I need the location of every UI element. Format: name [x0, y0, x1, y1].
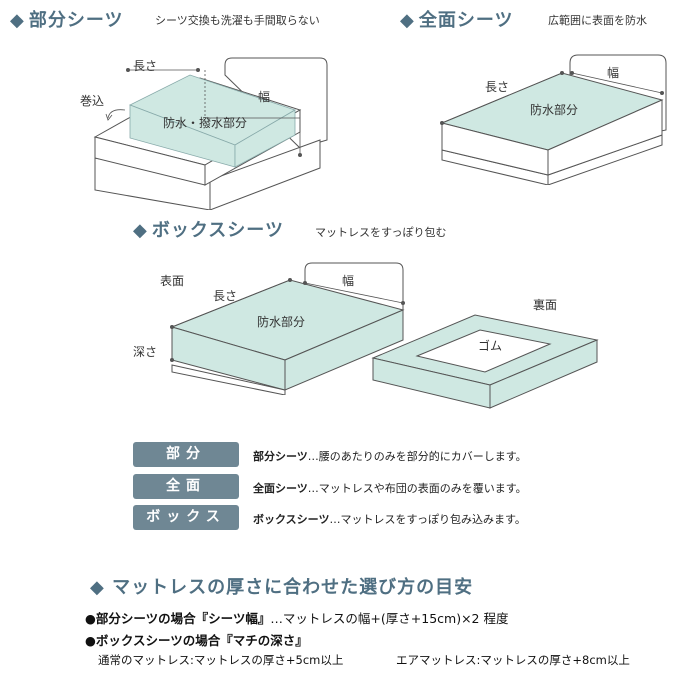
guide-air-mattress: エアマットレス:マットレスの厚さ+8cm以上	[396, 653, 630, 667]
box-section-title: ◆ボックスシーツ	[133, 216, 284, 242]
diamond-icon: ◆	[400, 10, 415, 31]
diamond-icon: ◆	[90, 577, 113, 598]
legend-desc: …マットレスをすっぽり包み込みます。	[329, 513, 526, 526]
legend-term: ボックスシーツ	[253, 513, 330, 526]
diamond-icon: ◆	[133, 220, 148, 241]
full-sheet-illustration	[440, 54, 667, 185]
guide-partial-bold: ●部分シーツの場合『シーツ幅』	[85, 611, 271, 626]
box-title-text: ボックスシーツ	[151, 220, 284, 241]
full-label-area: 防水部分	[530, 103, 579, 117]
full-title-text: 全面シーツ	[418, 10, 514, 31]
guide-partial-text: …マットレスの幅+(厚さ+15cm)×2 程度	[270, 611, 509, 626]
guide-box-line: ●ボックスシーツの場合『マチの深さ』	[85, 630, 308, 649]
legend-desc: …マットレスや布団の表面のみを覆います。	[307, 482, 527, 495]
legend-badge-full: 全面	[133, 474, 239, 499]
legend-desc: …腰のあたりのみを部分的にカバーします。	[307, 450, 527, 463]
legend-row-box: ボックスシーツ…マットレスをすっぽり包み込みます。	[253, 511, 526, 527]
box-desc: マットレスをすっぽり包む	[315, 226, 447, 239]
partial-section-title: ◆部分シーツ	[10, 6, 123, 32]
guide-title-text: マットレスの厚さに合わせた選び方の目安	[112, 577, 474, 598]
legend-badge-box: ボックス	[133, 505, 239, 530]
full-label-width: 幅	[607, 66, 620, 80]
guide-box-bold: ●ボックスシーツの場合『マチの深さ』	[85, 633, 308, 648]
guide-partial-line: ●部分シーツの場合『シーツ幅』…マットレスの幅+(厚さ+15cm)×2 程度	[85, 608, 508, 627]
full-desc: 広範囲に表面を防水	[548, 14, 647, 27]
box-label-rubber: ゴム	[478, 339, 503, 353]
box-sheet-back-illustration	[371, 314, 599, 409]
full-label-length: 長さ	[485, 80, 510, 94]
partial-label-width: 幅	[258, 90, 271, 104]
legend-row-partial: 部分シーツ…腰のあたりのみを部分的にカバーします。	[253, 448, 527, 464]
partial-sheet-illustration	[93, 57, 328, 210]
guide-title: ◆ マットレスの厚さに合わせた選び方の目安	[90, 573, 473, 599]
box-label-length: 長さ	[213, 289, 238, 303]
legend-term: 部分シーツ	[253, 450, 308, 463]
partial-label-wrap: 巻込	[80, 94, 105, 108]
box-label-area: 防水部分	[257, 315, 306, 329]
box-sheet-front-illustration	[170, 262, 405, 395]
partial-label-length: 長さ	[133, 59, 158, 73]
partial-title-text: 部分シーツ	[28, 10, 124, 31]
rubber-band	[415, 329, 552, 373]
partial-desc: シーツ交換も洗濯も手間取らない	[155, 14, 320, 27]
legend-row-full: 全面シーツ…マットレスや布団の表面のみを覆います。	[253, 480, 527, 496]
full-section-title: ◆全面シーツ	[400, 6, 513, 32]
box-label-back: 裏面	[533, 298, 558, 312]
legend-badge-partial: 部分	[133, 442, 239, 467]
diamond-icon: ◆	[10, 10, 25, 31]
guide-normal-mattress: 通常のマットレス:マットレスの厚さ+5cm以上	[98, 653, 344, 667]
box-label-front: 表面	[160, 274, 185, 288]
partial-label-area: 防水・撥水部分	[163, 116, 248, 130]
box-label-width: 幅	[342, 274, 355, 288]
box-label-depth: 深さ	[133, 345, 158, 359]
legend-term: 全面シーツ	[253, 482, 308, 495]
